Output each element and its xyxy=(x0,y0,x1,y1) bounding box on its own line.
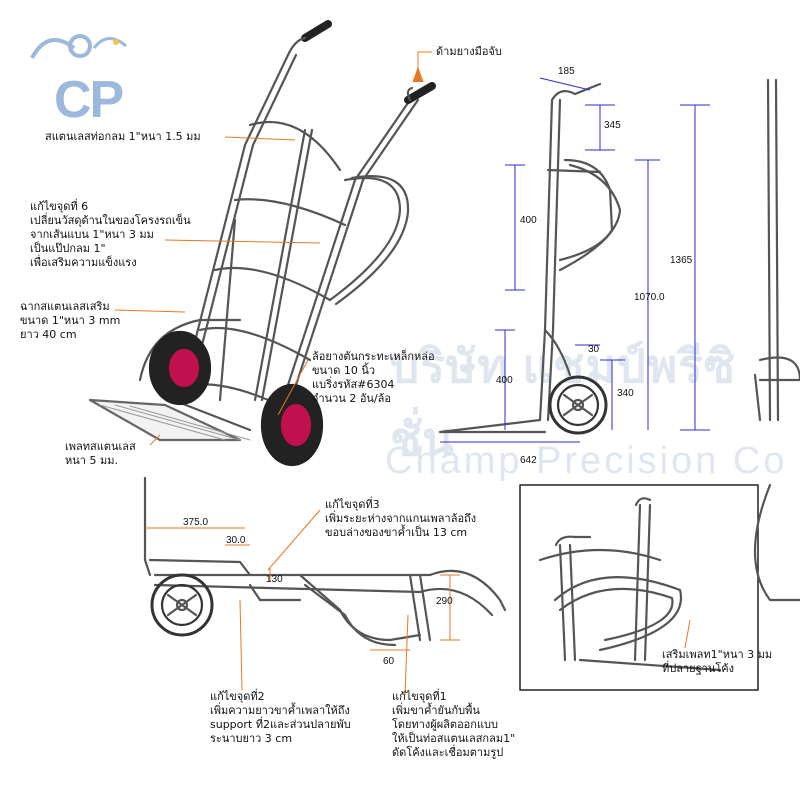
dim-375: 375.0 xyxy=(183,517,209,528)
platform-view-trolley xyxy=(143,476,507,647)
rear-view-partial xyxy=(753,78,800,422)
dim-400-lower: 400 xyxy=(496,375,513,386)
label-plate: เพลทสแตนเลส หนา 5 มม. xyxy=(65,440,136,467)
logo-gear-icon xyxy=(30,34,127,59)
dim-290: 290 xyxy=(436,596,453,607)
dim-130: 130 xyxy=(266,574,283,585)
label-fix3: แก้ไขจุดที่3 เพิ่มระยะห่างจากแกนเพลาล้อถ… xyxy=(325,498,477,539)
dim-1070: 1070.0 xyxy=(634,292,665,303)
callout-leaders xyxy=(114,51,691,696)
label-fix6: แก้ไขจุดที่ 6 เปลี่ยนวัสดุด้านในของโครงร… xyxy=(30,200,191,269)
label-reinforce-plate: เสริมเพลท1"หนา 3 มม ที่ปลายฐานโค้ง xyxy=(662,648,773,675)
dim-1365: 1365 xyxy=(670,255,693,266)
dim-30-platform: 30.0 xyxy=(226,535,246,546)
logo-text: CP xyxy=(54,71,124,129)
label-stainless-pipe: สแตนเลสท่อกลม 1"หนา 1.5 มม xyxy=(45,130,201,143)
dim-185: 185 xyxy=(558,66,575,77)
label-handle-grip: ด้ามยางมือจับ xyxy=(436,45,502,58)
dim-340: 340 xyxy=(617,388,634,399)
dim-400-upper: 400 xyxy=(520,215,537,226)
detail-trolley-closeup xyxy=(538,497,722,672)
dim-30-side: 30 xyxy=(588,344,600,355)
detail-box xyxy=(519,484,759,691)
label-fix2: แก้ไขจุดที่2 เพิ่มความยาวขาค้ำเพลาให้ถึง… xyxy=(210,690,351,745)
company-logo: CP xyxy=(28,28,138,126)
dim-60: 60 xyxy=(383,656,395,667)
label-fix1: แก้ไขจุดที่1 เพิ่มขาค้ำยันกับพื้น โดยทาง… xyxy=(392,690,516,759)
dimension-lines xyxy=(440,77,710,443)
rear-detail-partial xyxy=(753,483,800,602)
label-wheel-spec: ล้อยางตันกระทะเหล็กหล่อ ขนาด 10 นิ้ว แบร… xyxy=(312,350,435,405)
side-view-trolley xyxy=(438,82,622,435)
watermark-company-en: Champ Precision Co xyxy=(385,440,788,482)
dim-642: 642 xyxy=(520,455,537,466)
dim-345: 345 xyxy=(604,120,621,131)
isometric-trolley xyxy=(88,20,436,467)
label-stainless-reinforce: ฉากสแตนเลสเสริม ขนาด 1"หนา 3 mm ยาว 40 c… xyxy=(20,300,121,341)
